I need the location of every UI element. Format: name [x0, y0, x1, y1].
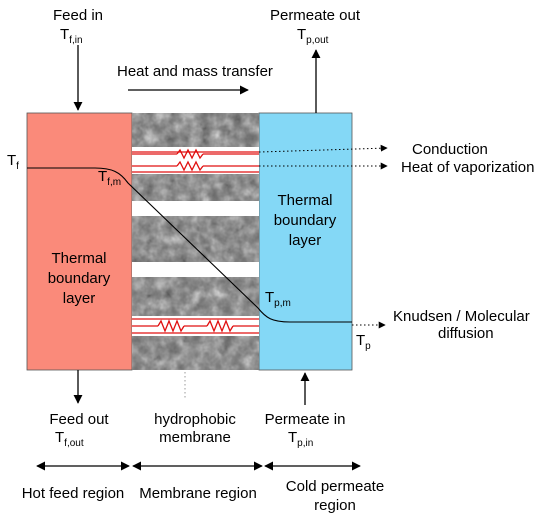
hot-thermal-label: Thermal boundary layer [48, 250, 111, 307]
flow-arrows [36, 45, 361, 471]
cold-thermal-label: Thermal boundary layer [274, 192, 337, 249]
hot-feed-layer [26, 112, 133, 371]
svg-text:boundary: boundary [274, 212, 337, 229]
permeate-out-label: Permeate out [270, 7, 361, 24]
svg-text:layer: layer [289, 232, 322, 249]
cold-permeate-layer [258, 112, 353, 371]
membrane-pore [132, 201, 259, 216]
feed-in-temp: Tf,in [60, 26, 83, 46]
svg-text:Thermal: Thermal [51, 250, 106, 267]
tfm-label: Tf,m [98, 168, 121, 188]
cold-region-label-2: region [314, 497, 356, 514]
temperature-profile [27, 167, 352, 323]
membrane-region-label: Membrane region [139, 485, 257, 502]
svg-text:layer: layer [63, 290, 96, 307]
svg-text:boundary: boundary [48, 270, 111, 287]
diffusion-label: diffusion [438, 325, 494, 342]
conduction-resistor [132, 148, 259, 160]
vaporization-resistor [132, 160, 259, 173]
heat-vap-label: Heat of vaporization [401, 159, 534, 176]
membrane-label-2: membrane [159, 429, 231, 446]
feed-out-label: Feed out [49, 411, 109, 428]
knudsen-label: Knudsen / Molecular [393, 308, 530, 325]
cold-region-label-1: Cold permeate [286, 478, 384, 495]
tpm-label: Tp,m [265, 289, 291, 309]
permeate-in-label: Permeate in [265, 411, 346, 428]
conduction-label: Conduction [412, 141, 488, 158]
feed-out-temp: Tf,out [55, 429, 84, 449]
tp-label: Tp [356, 332, 371, 352]
feed-in-label: Feed in [53, 7, 103, 24]
svg-text:Thermal: Thermal [277, 192, 332, 209]
permeate-out-temp: Tp,out [297, 26, 329, 46]
heat-mass-label: Heat and mass transfer [117, 63, 273, 80]
tf-label: Tf [7, 152, 19, 172]
diffusion-resistor [132, 318, 259, 334]
leader-lines [184, 144, 388, 398]
hot-region-label: Hot feed region [22, 485, 125, 502]
permeate-in-temp: Tp,in [288, 429, 313, 449]
membrane-pore [132, 262, 259, 277]
membrane-label-1: hydrophobic [154, 411, 236, 428]
